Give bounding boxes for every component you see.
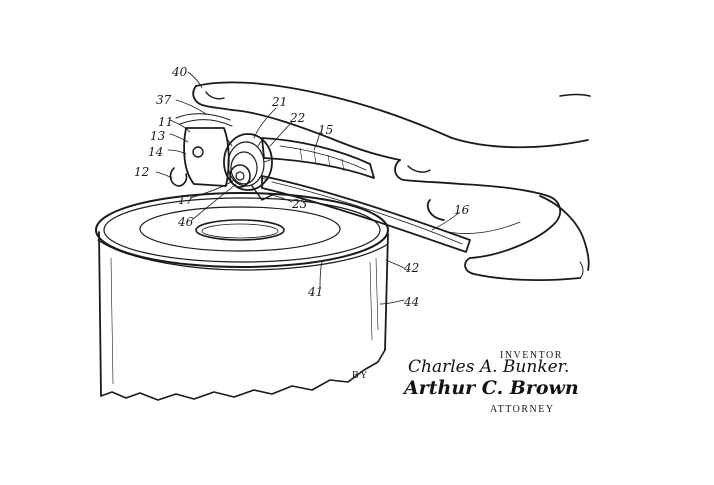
ref-46: 46	[177, 215, 194, 229]
ref-42: 42	[403, 261, 419, 275]
inventor-title: INVENTOR	[500, 350, 563, 361]
reference-numerals: 40 37 11 13 14 12 21 22 15 17 23 46 16 4…	[134, 65, 470, 309]
ref-22: 22	[289, 111, 305, 125]
hand-lower	[394, 159, 590, 281]
can-side-left	[98, 231, 102, 397]
inventor-name: Charles A. Bunker.	[408, 357, 569, 377]
can-shading	[110, 257, 379, 385]
cutter-23	[251, 185, 275, 201]
ref-12: 12	[134, 165, 149, 179]
hub-46	[229, 164, 251, 188]
lid-ring-41	[139, 206, 341, 252]
lower-handle-16	[261, 175, 471, 253]
ref-13: 13	[150, 129, 166, 143]
attorney-signature: Arthur C. Brown	[402, 377, 579, 399]
rivet-14	[192, 146, 204, 158]
can-opener	[169, 113, 471, 253]
ref-14: 14	[148, 145, 163, 159]
ref-21: 21	[271, 95, 287, 109]
ref-40: 40	[171, 65, 188, 79]
ref-17: 17	[178, 193, 194, 207]
ref-44: 44	[403, 295, 419, 309]
can-side-right	[384, 233, 389, 351]
can-bead	[97, 239, 389, 271]
leader-lines	[155, 71, 461, 305]
by-label: BY	[352, 370, 369, 381]
can-rim-inner	[103, 197, 381, 263]
ref-16: 16	[454, 203, 470, 217]
can-rim	[95, 192, 389, 268]
upper-handle-15	[261, 137, 375, 179]
can-bottom-edge	[100, 349, 386, 401]
lid-center-panel	[195, 219, 285, 241]
can	[95, 192, 389, 401]
gear-21	[223, 133, 273, 191]
ref-15: 15	[318, 123, 333, 137]
ref-11: 11	[158, 115, 173, 129]
side-plate	[183, 127, 230, 187]
wing-nut-12	[169, 167, 188, 187]
signature-block: INVENTOR Charles A. Bunker. BY Arthur C.…	[352, 350, 579, 415]
ref-37: 37	[156, 93, 172, 107]
lid-center-panel-shade	[201, 223, 279, 239]
ref-23: 23	[291, 197, 308, 211]
ref-41: 41	[307, 285, 323, 299]
hand-upper	[192, 81, 591, 161]
attorney-title: ATTORNEY	[490, 404, 555, 415]
